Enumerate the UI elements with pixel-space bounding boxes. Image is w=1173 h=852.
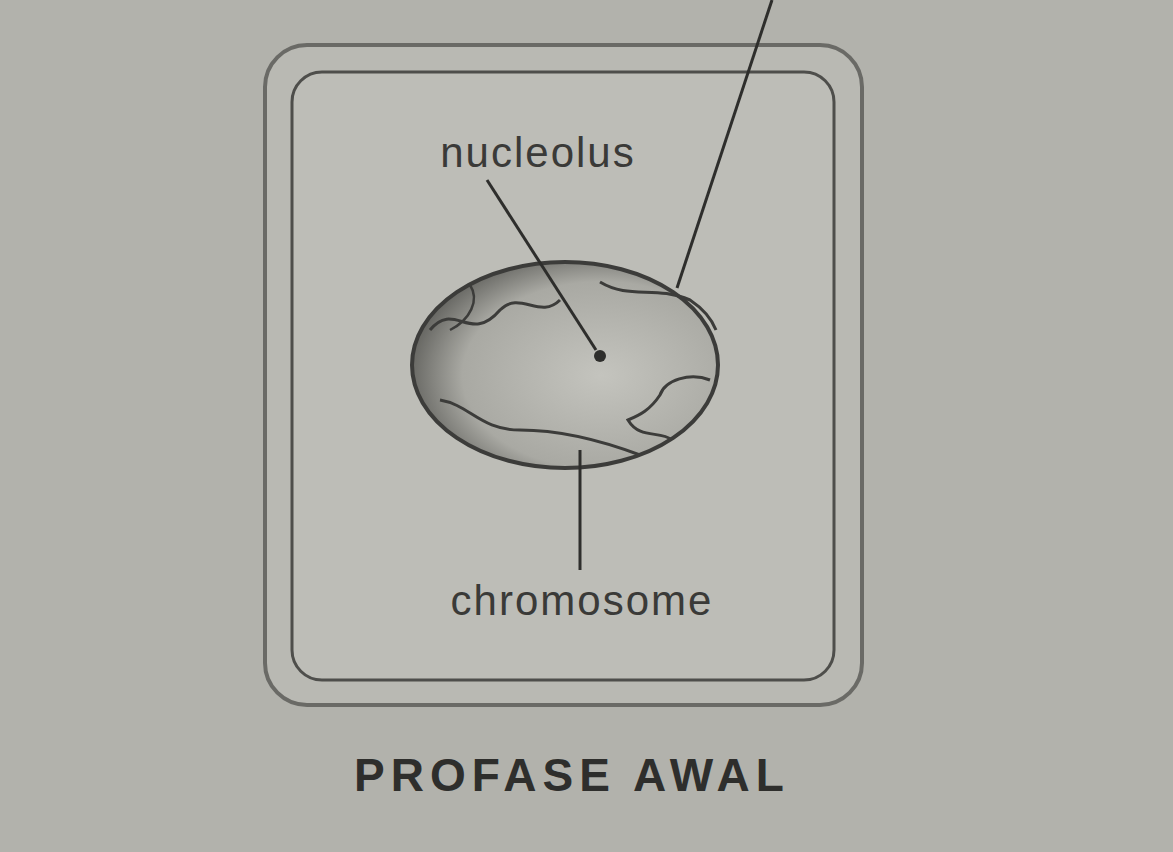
part-label: nucleolus (440, 132, 635, 174)
figure-caption: PROFASE AWAL (354, 752, 790, 798)
nucleolus-dot (594, 350, 606, 362)
leader-line (487, 180, 596, 350)
part-label: chromosome (451, 580, 714, 622)
chromatin-thread (430, 300, 560, 330)
cell-membrane (292, 72, 834, 680)
leader-line (677, 0, 772, 288)
leader-line (579, 450, 582, 570)
chromatin-thread (450, 285, 474, 330)
cell-wall (265, 45, 862, 705)
nucleus (412, 262, 718, 468)
chromatin-thread (628, 377, 710, 440)
chromatin-thread (440, 400, 640, 455)
chromatin-thread (600, 282, 716, 330)
